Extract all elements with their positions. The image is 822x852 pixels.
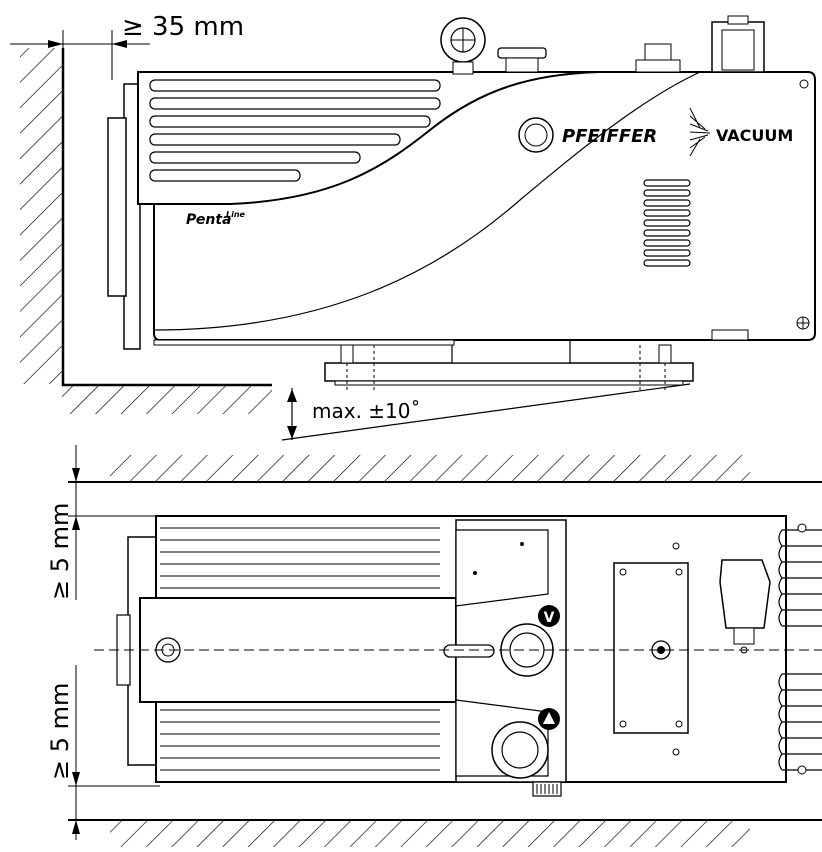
product-series-logo: Penta <box>186 212 232 228</box>
top-dim-arrow-1 <box>72 468 80 482</box>
terminal-plate <box>613 562 689 734</box>
top-fitting-small-base <box>635 59 681 73</box>
motor-end-flange <box>107 117 127 297</box>
housing-bottom-rail <box>153 339 455 346</box>
base-plate <box>324 362 694 382</box>
dim-arrow-right <box>112 40 127 48</box>
terminal-plate-screw-3 <box>619 720 627 728</box>
fan-grill <box>778 529 822 771</box>
terminal-plate-screw-1 <box>619 568 627 576</box>
side-clearance-label: ≥ 35 mm <box>122 12 244 42</box>
top-fitting-small <box>644 43 672 61</box>
brand-vacuum: VACUUM <box>716 126 793 145</box>
side-vent-slots <box>643 179 691 267</box>
motor-fins-top <box>160 527 440 771</box>
drain-fitting <box>711 329 749 341</box>
housing-screw-top-b <box>672 748 680 756</box>
tilt-arrow-down <box>287 426 297 439</box>
knurled-knob-ridges <box>536 784 558 794</box>
oil-fill-plug-base <box>505 57 539 73</box>
bottom-wall-hatching <box>110 820 750 847</box>
side-view: ≥ 35 mm max. ±10˚ <box>10 12 816 441</box>
housing-screw-top-right <box>799 79 809 89</box>
pfeiffer-logo-rays <box>689 107 711 157</box>
top-clearance-label: ≥ 5 mm <box>46 503 74 600</box>
electrical-connector-cap <box>727 15 749 25</box>
pump-head-upper-wedge <box>455 529 549 607</box>
vacuum-port-marker <box>538 605 560 627</box>
terminal-plate-screw-2 <box>675 568 683 576</box>
electrical-connector-inner <box>721 29 755 71</box>
terminal-gland-inner <box>657 646 665 654</box>
pfeiffer-logo-disk-inner <box>524 123 548 147</box>
oil-fill-plug <box>497 47 547 59</box>
bottom-dim-arrow-2 <box>72 820 80 834</box>
bottom-clearance-label: ≥ 5 mm <box>46 683 74 780</box>
floor-hatching-left <box>62 384 272 414</box>
motor-cooling-fins <box>149 79 441 182</box>
pump-head-dot-1 <box>520 542 524 546</box>
base-bolt-2 <box>658 344 672 364</box>
brand-pfeiffer: PFEIFFER <box>562 126 657 147</box>
max-tilt-label: max. ±10˚ <box>312 399 421 423</box>
vacuum-port-label: V <box>544 610 555 626</box>
gas-ballast-stem <box>452 61 474 75</box>
base-plate-lower <box>334 380 684 386</box>
arrow-up-triangle-icon <box>543 712 555 724</box>
top-view: ≥ 5 mm ≥ 5 mm <box>46 445 822 847</box>
housing-screw-top-a <box>672 542 680 550</box>
dim-arrow-left <box>48 40 63 48</box>
base-foot-center <box>451 339 571 364</box>
base-bolt-1 <box>340 344 354 364</box>
top-wall-hatching <box>110 455 750 482</box>
pump-housing-outline <box>137 71 816 341</box>
terminal-plate-screw-4 <box>675 720 683 728</box>
exhaust-port-inner <box>501 731 539 769</box>
pump-head-dot-2 <box>473 571 477 575</box>
housing-cover-curve <box>154 71 601 205</box>
fan-screw-bottom <box>797 765 807 775</box>
top-dim-arrow-2 <box>72 516 80 530</box>
fan-screw-top <box>797 523 807 533</box>
product-series-logo-sup: Line <box>226 210 246 219</box>
electrical-connector-top-view <box>719 559 771 629</box>
gas-ballast-handle <box>443 644 495 658</box>
wall-hatching <box>20 48 62 384</box>
housing-lower-curve <box>153 71 701 331</box>
tilted-floor-line <box>281 383 691 441</box>
connector-cable-entry <box>733 627 755 645</box>
tilt-arrow-up <box>287 389 297 402</box>
knurled-knob <box>532 781 562 797</box>
bottom-dim-arrow-1 <box>72 772 80 786</box>
